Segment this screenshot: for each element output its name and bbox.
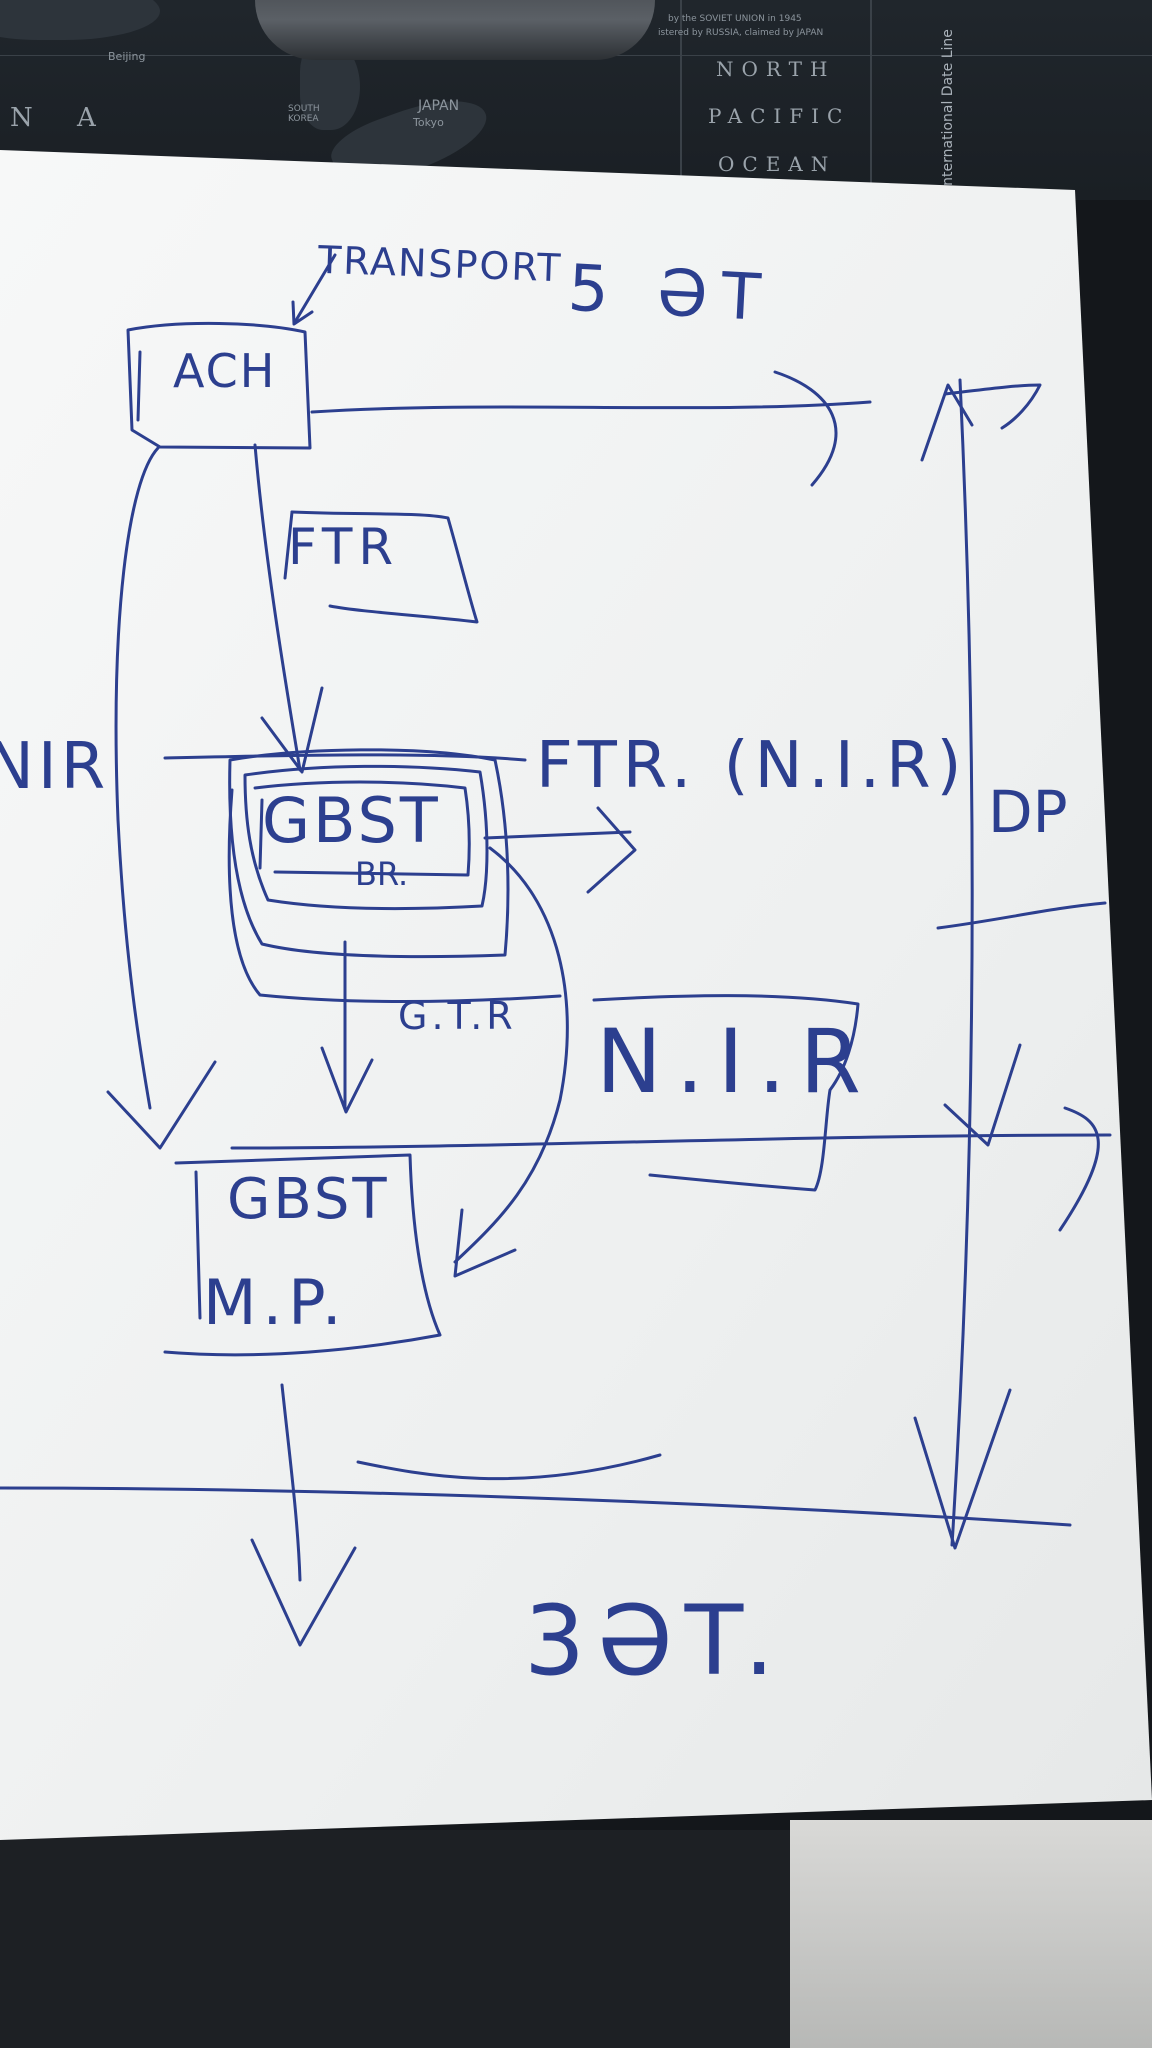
connector-line — [227, 788, 562, 1004]
box-ach-edge — [136, 350, 142, 422]
paper-surface — [0, 150, 1152, 1840]
label-ftr: FTR — [288, 518, 400, 576]
label-nir-left: NIR — [0, 730, 110, 804]
arrow-head — [453, 1208, 517, 1278]
map-grid-line — [870, 0, 872, 190]
map-annotation: istered by RUSSIA, claimed by JAPAN — [658, 28, 824, 38]
arrow-head — [586, 806, 637, 894]
arrow-head — [943, 1043, 1022, 1147]
label-ftr-nir: FTR. (N.I.R) — [536, 729, 968, 803]
arrow-head — [773, 370, 838, 487]
label-top-right: 5 ӘT — [566, 251, 777, 337]
arrow-head — [913, 1388, 1012, 1550]
label-gtr: G.T.R — [398, 994, 517, 1038]
label-br: BR. — [355, 855, 409, 893]
label-ach: ACH — [173, 344, 277, 398]
connector-line — [253, 443, 302, 772]
box-ftr-edge — [283, 510, 294, 580]
label-nir-box: N.I.R — [596, 1010, 875, 1113]
box-gbst-br-outer — [228, 748, 510, 959]
label-gbst-mp: GBST — [227, 1167, 390, 1232]
arrow-head — [943, 383, 1042, 430]
box-nir — [592, 994, 860, 1192]
map-annotation: by the SOVIET UNION in 1945 — [668, 14, 802, 24]
connector-line — [293, 253, 337, 324]
connector-line — [310, 400, 872, 414]
box-gbst-br-middle — [243, 764, 489, 910]
map-grid-line — [680, 0, 682, 190]
map-city-label: Beijing — [108, 50, 146, 63]
connector-line — [114, 446, 160, 1110]
map-country-label: JAPAN — [418, 98, 460, 114]
connector-line — [950, 378, 974, 1547]
arrow-head — [320, 1046, 374, 1114]
connector-line — [453, 846, 569, 1264]
map-ocean-word: OCEAN — [718, 152, 837, 176]
dark-cloth — [0, 1830, 790, 2048]
arrow-head — [260, 686, 324, 774]
label-bottom: 3ӘT. — [524, 1585, 787, 1697]
arrow-head — [920, 383, 974, 462]
arrow-head — [106, 1060, 217, 1150]
cup-base — [255, 0, 655, 60]
map-country-label: SOUTH KOREA — [288, 104, 320, 124]
box-gbst-br-edge — [258, 798, 264, 870]
connector-line — [356, 1453, 662, 1481]
map-city-label: Tokyo — [413, 116, 444, 129]
box-ftr — [290, 510, 479, 624]
connector-line — [0, 1486, 1072, 1527]
box-ach — [126, 321, 312, 450]
map-ocean-word: PACIFIC — [708, 104, 851, 128]
arrow-head — [250, 1538, 357, 1647]
connector-line — [483, 830, 632, 840]
box-gbst-mp — [163, 1153, 442, 1357]
connector-line — [936, 901, 1107, 930]
connector-line — [280, 1383, 302, 1582]
map-country-fragment: N A — [10, 103, 114, 133]
light-surface — [790, 1820, 1152, 2048]
box-gbst-br-inner — [253, 780, 471, 877]
arrow-head — [291, 300, 314, 326]
box-gbst-mp-edge — [194, 1170, 202, 1320]
label-dp: DP — [988, 778, 1068, 846]
label-mp: M.P. — [203, 1266, 348, 1339]
label-transport: TRANSPORT — [317, 237, 563, 291]
label-gbst-br: GBST — [262, 784, 441, 857]
arrow-head — [1058, 1106, 1100, 1232]
map-ocean-word: NORTH — [716, 57, 836, 81]
